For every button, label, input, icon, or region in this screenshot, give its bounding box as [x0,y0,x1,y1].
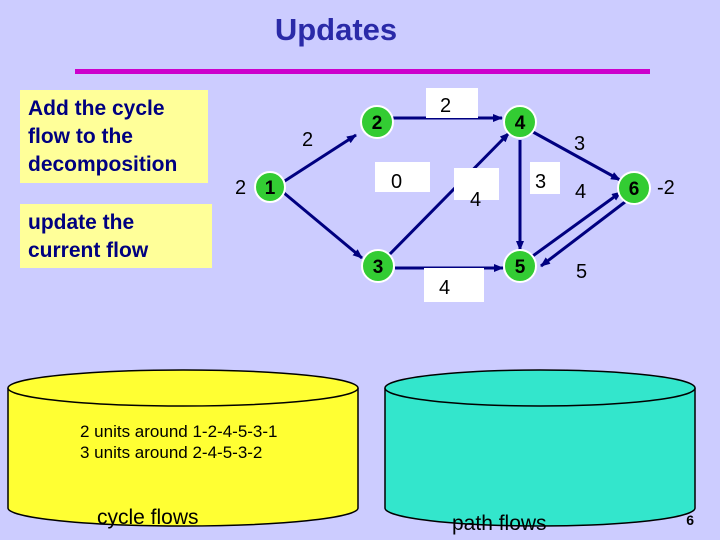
cycle-flows-label: cycle flows [97,506,199,529]
path-flows-label: path flows [452,512,547,535]
path-flows-cylinder: path flows [384,369,696,535]
svg-text:4: 4 [515,113,526,134]
edge-4-6 [532,130,621,182]
svg-text:3: 3 [373,257,384,278]
edge-label-4-5: 3 [535,171,546,193]
note-update-flow: update the current flow [20,204,212,268]
edge-label-bg [454,168,499,200]
edge-3-4 [384,131,511,260]
edge-6-5 [540,200,626,268]
edge-label-bg [375,162,430,192]
note-add-cycle: Add the cycle flow to the decomposition [20,90,208,183]
edge-label-1-3: 0 [391,171,402,193]
edge-label-bg [424,268,484,302]
edge-label-3-5: 4 [439,277,450,299]
svg-text:6: 6 [629,179,640,200]
node-6: 6 [617,171,651,205]
edge-label-6-5: 5 [576,261,587,283]
node-6-demand-label: -2 [657,177,675,199]
edge-label-5-6: 4 [575,181,586,203]
slide-title: Updates [274,12,398,47]
node-3: 3 [361,249,395,283]
node-5: 5 [503,249,537,283]
svg-text:5: 5 [515,257,526,278]
node-1-supply-label: 2 [235,177,246,199]
node-1: 1 [254,171,286,203]
edge-label-2-4: 2 [440,95,451,117]
svg-text:2: 2 [372,113,383,134]
node-2: 2 [360,105,394,139]
page-number: 6 [686,512,694,528]
cycle-flow-line-2: 3 units around 2-4-5-3-2 [80,443,262,462]
cycle-flows-cylinder: 2 units around 1-2-4-5-3-1 3 units aroun… [7,369,359,529]
edge-label-3-4: 4 [470,189,481,211]
svg-text:1: 1 [265,178,276,199]
edge-5-6 [529,190,622,260]
title-underline [75,69,650,74]
edge-label-bg [426,88,478,118]
edge-1-3 [283,191,363,260]
edge-label-1-2: 2 [302,129,313,151]
edge-label-4-6: 3 [574,133,585,155]
edge-1-2 [279,133,357,186]
node-4: 4 [503,105,537,139]
edge-label-bg [530,162,560,194]
cycle-flow-line-1: 2 units around 1-2-4-5-3-1 [80,422,278,441]
